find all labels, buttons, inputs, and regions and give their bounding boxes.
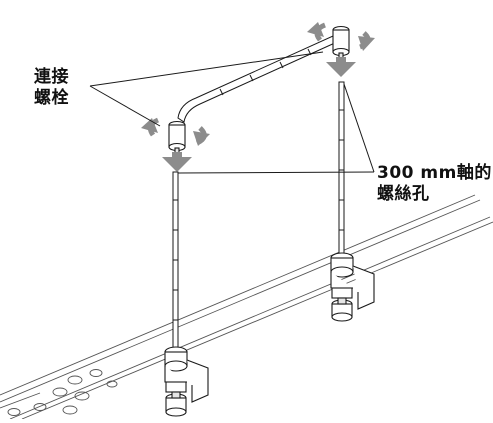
rotation-arrow-head-left bbox=[141, 118, 210, 146]
leader-lines bbox=[89, 51, 375, 174]
rotation-arrow-head-right bbox=[307, 22, 375, 51]
left-clamp bbox=[164, 346, 209, 417]
screw-hole-label-line1: 300 mm軸的 bbox=[377, 163, 492, 183]
connecting-bolt-label: 連接 螺栓 bbox=[34, 67, 69, 109]
left-connecting-bolt bbox=[168, 120, 186, 155]
connecting-bolt-label-line1: 連接 bbox=[34, 67, 69, 87]
screw-hole-label: 300 mm軸的 螺絲孔 bbox=[377, 163, 492, 205]
down-arrow-icon bbox=[162, 57, 356, 172]
right-connecting-bolt bbox=[332, 25, 350, 60]
base-plate bbox=[0, 194, 493, 420]
top-arm bbox=[177, 35, 338, 123]
connecting-bolt-label-line2: 螺栓 bbox=[34, 88, 69, 108]
right-clamp bbox=[330, 252, 375, 322]
right-post bbox=[338, 81, 345, 259]
left-post bbox=[172, 171, 179, 353]
screw-hole-label-line2: 螺絲孔 bbox=[377, 184, 430, 204]
